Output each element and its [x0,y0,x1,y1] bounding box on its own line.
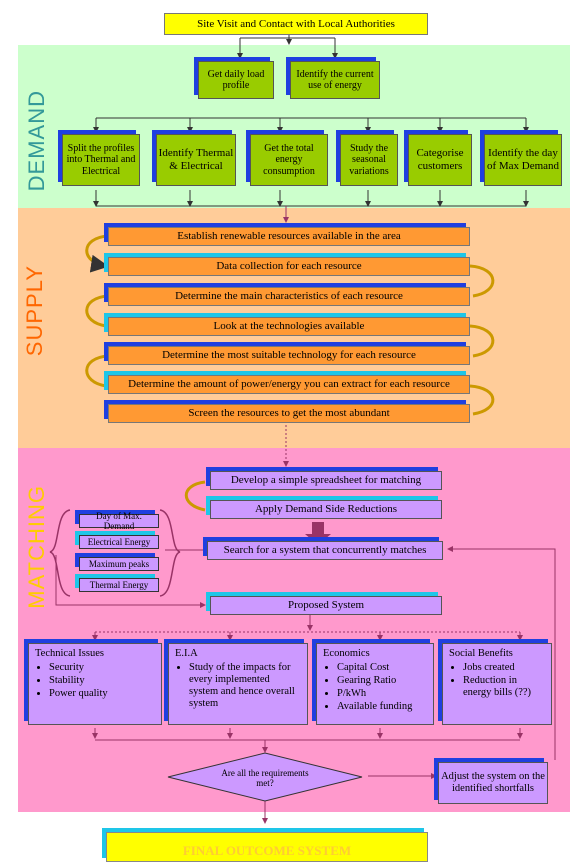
list-item: P/kWh [337,688,427,700]
final-outcome-box: FINAL OUTCOME SYSTEM [106,832,428,862]
search-system-box: Search for a system that concurrently ma… [207,541,443,560]
site-visit-box: Site Visit and Contact with Local Author… [164,13,428,35]
criteria-max-demand: Day of Max. Demand [79,511,159,531]
demand-max-day-box: Identify the day of Max Demand [484,134,562,186]
spreadsheet-box: Develop a simple spreadsheet for matchin… [210,471,442,490]
social-benefits-title: Social Benefits [449,648,513,659]
list-item: Available funding [337,701,427,713]
economics-title: Economics [323,648,370,659]
decision-text: Are all the requirements met? [221,767,309,788]
list-item: Study of the impacts for every implement… [189,662,301,710]
supply-step-5: Determine the most suitable technology f… [108,346,470,365]
supply-step-2: Data collection for each resource [108,257,470,276]
demand-identify-thermal-box: Identify Thermal & Electrical [156,134,236,186]
supply-step-1: Establish renewable resources available … [108,227,470,246]
list-item: Jobs created [463,662,545,674]
demand-categorise-box: Categorise customers [408,134,472,186]
criteria-electrical: Electrical Energy [79,535,159,549]
list-item: Capital Cost [337,662,427,674]
criteria-peaks: Maximum peaks [79,557,159,571]
adjust-system-box: Adjust the system on the identified shor… [438,762,548,804]
technical-issues-title: Technical Issues [35,648,104,659]
demand-side-reductions-box: Apply Demand Side Reductions [210,500,442,519]
supply-step-3: Determine the main characteristics of ea… [108,287,470,306]
proposed-system-box: Proposed System [210,596,442,615]
list-item: Stability [49,675,155,687]
demand-total-consumption-box: Get the total energy consumption [250,134,328,186]
criteria-thermal: Thermal Energy [79,578,159,592]
economics-box: Economics Capital Cost Gearing Ratio P/k… [316,643,434,725]
list-item: Security [49,662,155,674]
eia-box: E.I.A Study of the impacts for every imp… [168,643,308,725]
technical-issues-box: Technical Issues Security Stability Powe… [28,643,162,725]
demand-split-profiles-box: Split the profiles into Thermal and Elec… [62,134,140,186]
eia-title: E.I.A [175,648,198,659]
supply-step-6: Determine the amount of power/energy you… [108,375,470,394]
decision-diamond [167,752,363,802]
demand-seasonal-box: Study the seasonal variations [340,134,398,186]
list-item: Gearing Ratio [337,675,427,687]
current-energy-use-box: Identify the current use of energy [290,61,380,99]
supply-step-7: Screen the resources to get the most abu… [108,404,470,423]
daily-load-profile-box: Get daily load profile [198,61,274,99]
list-item: Power quality [49,688,155,700]
list-item: Reduction in energy bills (??) [463,675,545,699]
social-benefits-box: Social Benefits Jobs created Reduction i… [442,643,552,725]
supply-step-4: Look at the technologies available [108,317,470,336]
